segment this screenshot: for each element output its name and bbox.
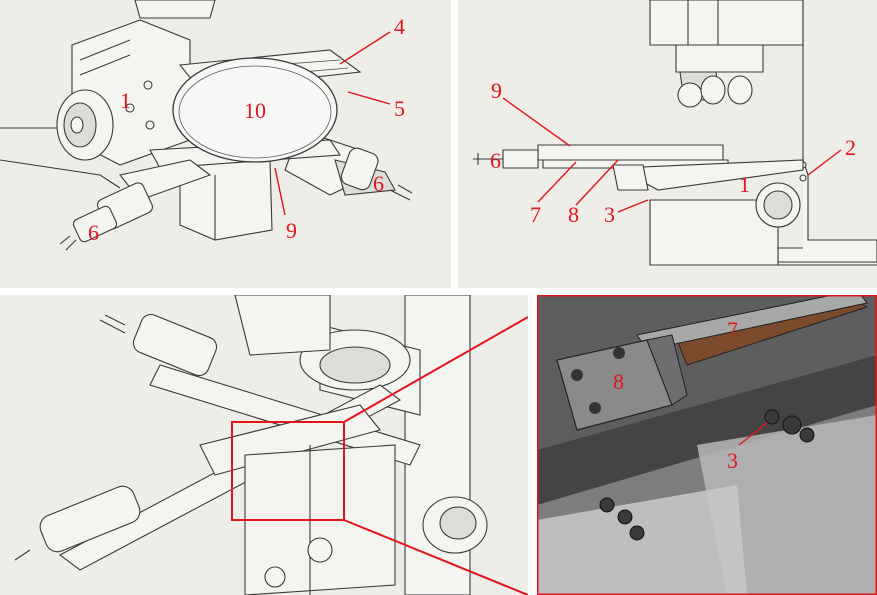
callout-1: 1 bbox=[120, 88, 131, 113]
callout-6: 6 bbox=[490, 148, 501, 173]
callout-2: 2 bbox=[845, 135, 856, 160]
underside-stage-view bbox=[0, 295, 528, 595]
callout-8: 8 bbox=[568, 202, 579, 227]
callout-6-right: 6 bbox=[373, 171, 384, 196]
callout-8: 8 bbox=[613, 369, 624, 394]
callout-7: 7 bbox=[530, 202, 541, 227]
callout-7: 7 bbox=[727, 317, 738, 342]
zoom-detail-view: 7 8 3 bbox=[537, 295, 877, 595]
callout-1: 1 bbox=[739, 172, 750, 197]
side-drawing bbox=[473, 0, 877, 266]
side-stage-view: 9 2 6 1 7 8 3 bbox=[458, 0, 877, 288]
callout-4: 4 bbox=[394, 14, 405, 39]
callout-6-left: 6 bbox=[88, 220, 99, 245]
stage-drawing bbox=[0, 0, 413, 251]
isometric-stage-view: 1 4 5 10 6 6 9 bbox=[0, 0, 451, 288]
callout-3: 3 bbox=[727, 448, 738, 473]
underside-drawing bbox=[14, 295, 528, 595]
callout-5: 5 bbox=[394, 96, 405, 121]
callout-10: 10 bbox=[244, 98, 266, 123]
callout-3: 3 bbox=[604, 202, 615, 227]
zoom-drawing bbox=[537, 295, 877, 595]
callout-9: 9 bbox=[286, 218, 297, 243]
callout-9: 9 bbox=[491, 78, 502, 103]
